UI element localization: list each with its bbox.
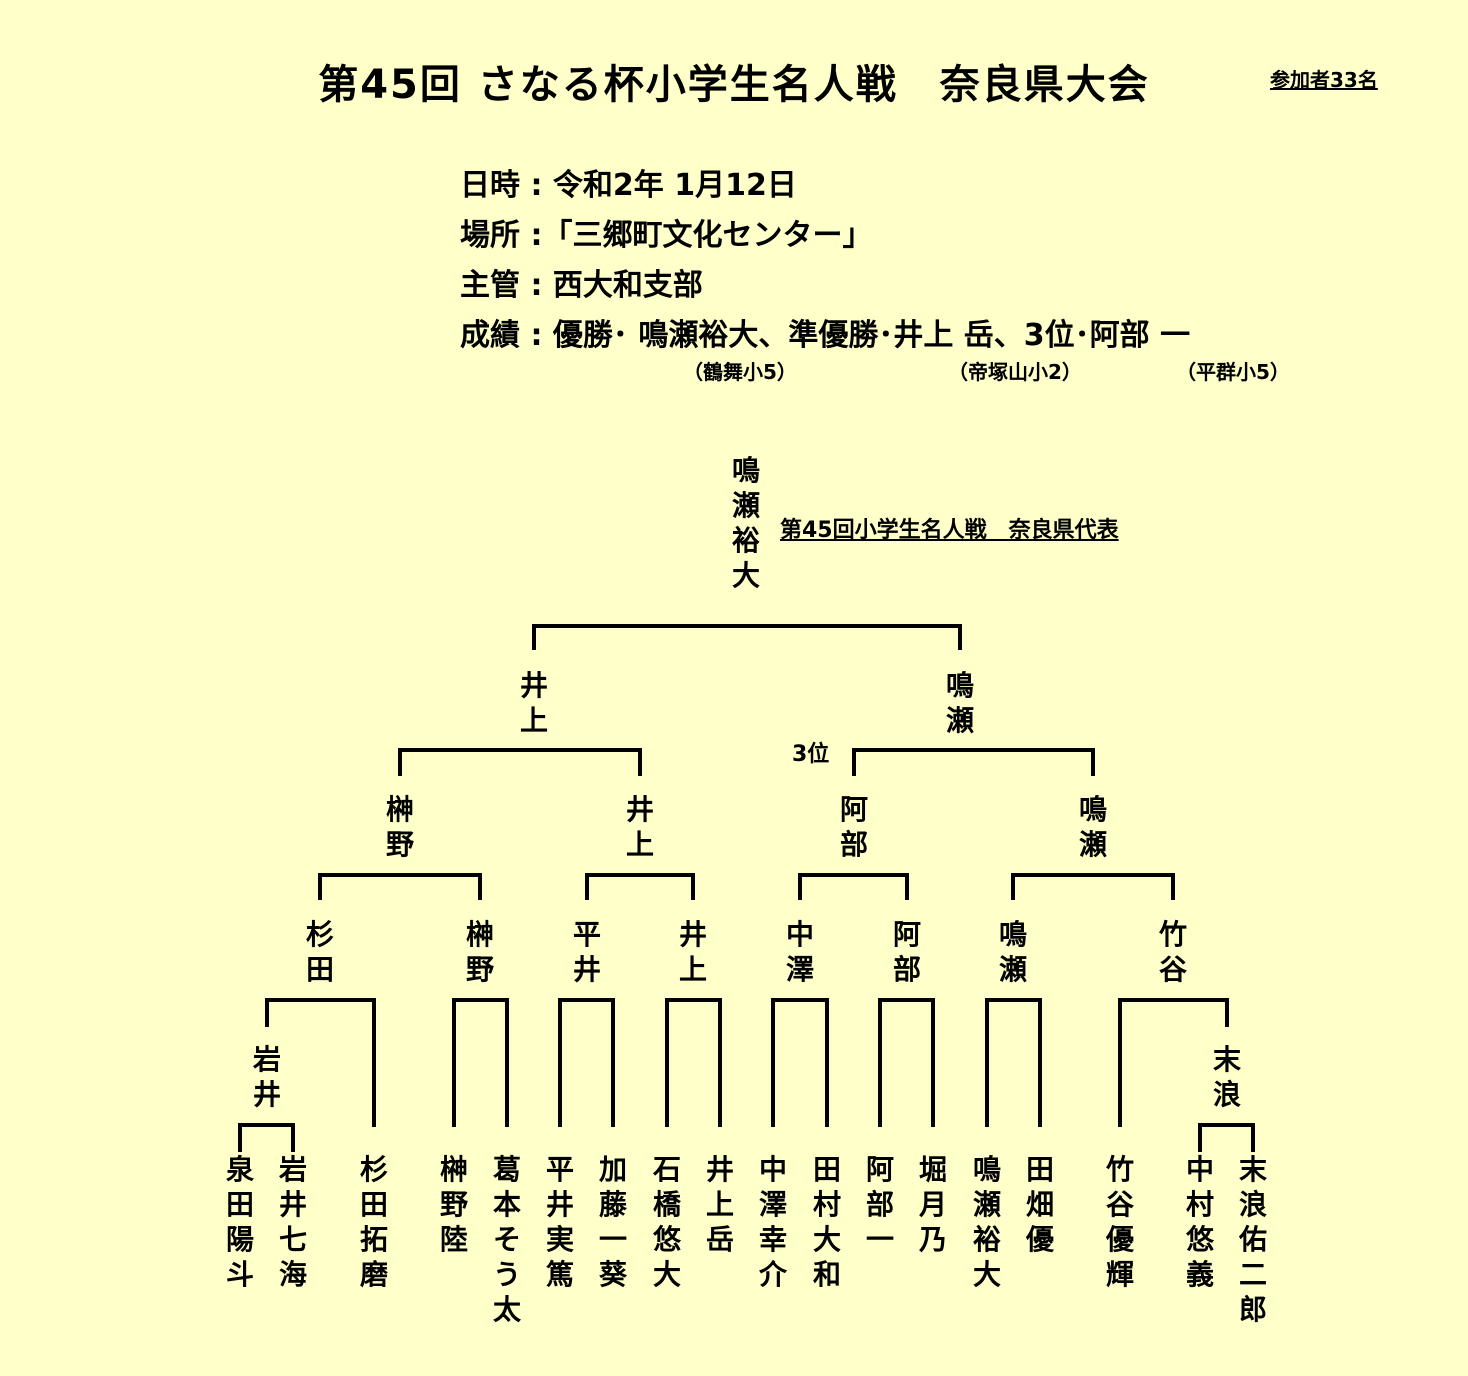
bracket-r16-5 — [771, 998, 829, 1127]
bracket-final — [532, 624, 962, 650]
player-name: 加藤一葵 — [598, 1153, 627, 1291]
final-player-2: 鳴瀬 — [945, 669, 974, 737]
player-name: 竹谷優輝 — [1105, 1153, 1134, 1291]
quarterfinal-player-3: 平井 — [572, 918, 601, 986]
info-date: 日時 : 令和2年 1月12日 — [460, 168, 797, 203]
bracket-semi-right — [852, 748, 1095, 776]
semifinal-player-1: 榊野 — [385, 793, 414, 861]
player-name: 堀 月乃 — [918, 1153, 976, 1256]
player-name: 田村大和 — [812, 1153, 841, 1291]
quarterfinal-player-4: 井上 — [678, 918, 707, 986]
bracket-pre-1 — [238, 1123, 295, 1152]
quarterfinal-player-1: 杉田 — [305, 918, 334, 986]
page-title: 第45回 さなる杯小学生名人戦 奈良県大会 — [318, 62, 1150, 108]
bracket-r16-4 — [665, 998, 722, 1127]
player-name: 末浪佑二郎 — [1238, 1153, 1267, 1326]
player-name: 泉田陽斗 — [225, 1153, 254, 1291]
player-name: 中澤幸介 — [758, 1153, 787, 1291]
player-name: 中村悠義 — [1185, 1153, 1214, 1291]
school-winner: （鶴舞小5） — [683, 360, 797, 384]
bracket-semi-left — [398, 748, 642, 776]
info-results: 成績 : 優勝･ 鳴瀬裕大、準優勝･井上 岳、3位･阿部 一 — [460, 318, 1191, 353]
player-name: 杉田拓磨 — [359, 1153, 388, 1291]
final-player-1: 井上 — [519, 669, 548, 737]
quarterfinal-player-8: 竹谷 — [1158, 918, 1187, 986]
quarterfinal-player-2: 榊野 — [465, 918, 494, 986]
player-name: 鳴瀬裕大 — [972, 1153, 1001, 1291]
bracket-r16-8 — [1118, 998, 1229, 1127]
bracket-r16-1 — [265, 998, 376, 1127]
info-place: 場所 :「三郷町文化センター」 — [460, 218, 873, 253]
bracket-r16-2 — [452, 998, 509, 1127]
player-name: 阿部 一 — [865, 1153, 923, 1256]
bracket-pre-2 — [1198, 1123, 1255, 1152]
bracket-r16-7 — [985, 998, 1042, 1127]
player-name: 平井実篤 — [545, 1153, 574, 1291]
quarterfinal-player-6: 阿部 — [892, 918, 921, 986]
semifinal-player-2: 井上 — [625, 793, 654, 861]
quarterfinal-player-5: 中澤 — [785, 918, 814, 986]
third-place-label: 3位 — [792, 742, 830, 767]
preliminary-winner-2: 末浪 — [1212, 1043, 1241, 1111]
champion-name: 鳴瀬裕大 — [731, 454, 760, 592]
school-runner-up: （帝塚山小2） — [948, 360, 1082, 384]
player-name: 石橋悠大 — [652, 1153, 681, 1291]
player-name: 葛本そう太 — [492, 1153, 521, 1326]
bracket-qf-2 — [585, 873, 695, 900]
participant-count: 参加者33名 — [1270, 68, 1378, 92]
semifinal-player-3: 阿部 — [839, 793, 868, 861]
player-name: 田畑 優 — [1025, 1153, 1083, 1256]
player-name: 榊野 陸 — [439, 1153, 497, 1256]
preliminary-winner-1: 岩井 — [252, 1043, 281, 1111]
quarterfinal-player-7: 鳴瀬 — [998, 918, 1027, 986]
school-third: （平群小5） — [1176, 360, 1290, 384]
semifinal-player-4: 鳴瀬 — [1078, 793, 1107, 861]
bracket-r16-6 — [878, 998, 935, 1127]
bracket-r16-3 — [558, 998, 615, 1127]
info-host: 主管 : 西大和支部 — [460, 268, 703, 303]
representative-label: 第45回小学生名人戦 奈良県代表 — [780, 518, 1119, 543]
bracket-qf-4 — [1011, 873, 1175, 900]
player-name: 井上 岳 — [705, 1153, 763, 1256]
bracket-qf-1 — [318, 873, 482, 900]
bracket-qf-3 — [798, 873, 909, 900]
player-name: 岩井七海 — [278, 1153, 307, 1291]
